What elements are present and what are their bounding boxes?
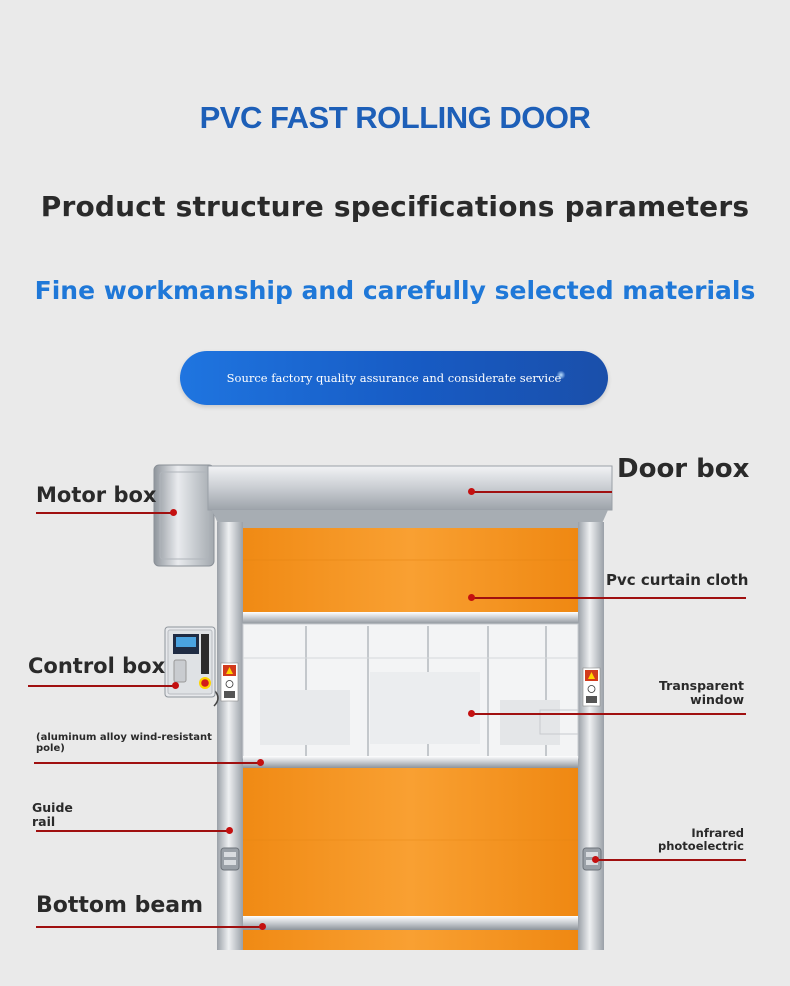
infrared-marker: [592, 856, 599, 863]
motor-box-marker: [170, 509, 177, 516]
warning-icon: [582, 667, 601, 707]
transparent-window-leader: [472, 713, 746, 715]
motor-box-shape: [153, 464, 215, 567]
pvc-curtain-label: Pvc curtain cloth: [606, 571, 749, 589]
control-box-shape: [164, 626, 219, 707]
control-box-leader: [28, 685, 178, 687]
sensor-icon: [220, 847, 240, 871]
guide-rail-left: [217, 522, 243, 950]
guide-rail-label: Guide rail: [32, 800, 73, 829]
transparent-window-label: Transparent window: [659, 678, 744, 707]
bottom-beam-shape: [243, 916, 578, 930]
quality-badge-text: Source factory quality assurance and con…: [226, 371, 562, 385]
infrared-leader: [596, 859, 746, 861]
door-box-shape: [207, 465, 613, 528]
guide-rail-marker: [226, 827, 233, 834]
upper-curtain-panel: [243, 528, 578, 614]
emergency-stop-icon: [199, 677, 211, 689]
page-title: PVC FAST ROLLING DOOR: [199, 100, 591, 135]
quality-badge: Source factory quality assurance and con…: [180, 351, 608, 405]
control-box-marker: [172, 682, 179, 689]
lower-wind-bar: [243, 756, 578, 768]
pvc-curtain-marker: [468, 594, 475, 601]
bottom-beam-marker: [259, 923, 266, 930]
bottom-beam-leader: [36, 926, 264, 928]
motor-box-label: Motor box: [36, 483, 157, 507]
pole-marker: [257, 759, 264, 766]
section-subheading: Fine workmanship and carefully selected …: [34, 276, 756, 305]
motor-box-leader: [36, 512, 176, 514]
door-box-marker: [468, 488, 475, 495]
door-box-leader: [470, 491, 612, 493]
warning-icon: [220, 662, 239, 702]
transparent-window-panel: [242, 623, 579, 759]
control-box-label: Control box: [28, 654, 166, 678]
sparkle-icon: [556, 371, 566, 379]
lower-curtain-panel: [243, 768, 578, 918]
transparent-window-marker: [468, 710, 475, 717]
upper-wind-bar: [243, 612, 578, 624]
pole-label: (aluminum alloy wind-resistant pole): [36, 732, 212, 754]
pole-leader: [34, 762, 262, 764]
guide-rail-right: [578, 522, 604, 950]
bottom-beam-label: Bottom beam: [36, 893, 204, 918]
section-heading: Product structure specifications paramet…: [40, 190, 750, 223]
infrared-label: Infrared photoelectric: [657, 826, 744, 853]
door-box-label: Door box: [617, 454, 750, 484]
guide-rail-leader: [36, 830, 230, 832]
pvc-curtain-leader: [472, 597, 746, 599]
